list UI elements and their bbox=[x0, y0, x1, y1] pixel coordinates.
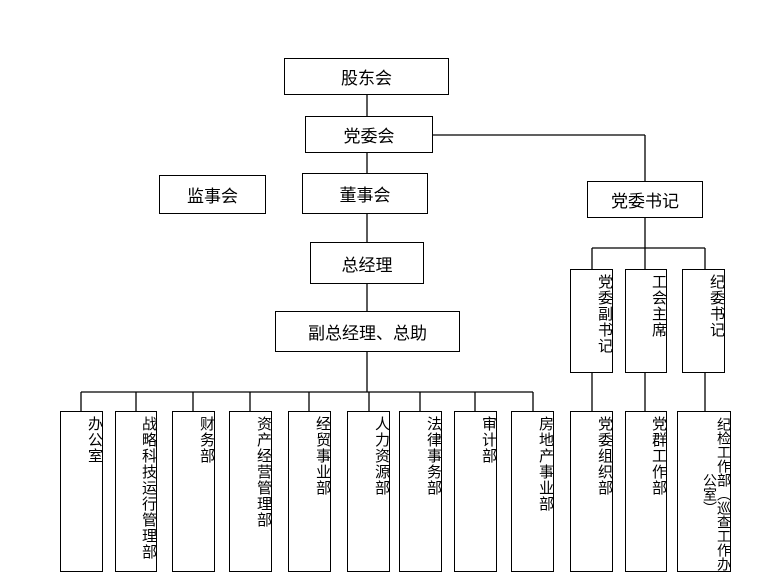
dept-label: 党群工作部 bbox=[650, 416, 668, 496]
dept-audit: 审计部 bbox=[454, 411, 498, 572]
node-general-manager: 总经理 bbox=[310, 242, 424, 284]
node-party-secretary: 党委书记 bbox=[587, 181, 703, 218]
dept-label: 资产经营管理部 bbox=[255, 416, 273, 528]
dept-strategy-tech-ops: 战略科技运行管理部 bbox=[115, 411, 158, 572]
dept-trade-business: 经贸事业部 bbox=[288, 411, 332, 572]
dept-discipline-inspection: 纪检工作部（巡查工作办公室） bbox=[677, 411, 731, 572]
dept-label: 财务部 bbox=[198, 416, 216, 464]
dept-office: 办公室 bbox=[60, 411, 104, 572]
node-supervisory-board: 监事会 bbox=[159, 175, 266, 214]
node-discipline-secretary: 纪委书记 bbox=[682, 269, 726, 373]
node-label: 监事会 bbox=[187, 187, 238, 207]
node-label: 副总经理、总助 bbox=[308, 324, 427, 344]
dept-asset-management: 资产经营管理部 bbox=[229, 411, 273, 572]
dept-human-resources: 人力资源部 bbox=[347, 411, 391, 572]
node-board-of-directors: 董事会 bbox=[302, 173, 428, 214]
dept-label: 战略科技运行管理部 bbox=[140, 416, 158, 560]
dept-legal-affairs: 法律事务部 bbox=[399, 411, 443, 572]
node-label: 工会主席 bbox=[650, 274, 668, 338]
dept-label: 经贸事业部 bbox=[314, 416, 332, 496]
node-label: 董事会 bbox=[339, 186, 391, 206]
dept-label: 党委组织部 bbox=[596, 416, 614, 496]
node-shareholders: 股东会 bbox=[284, 58, 449, 95]
node-label: 党委会 bbox=[343, 127, 395, 147]
dept-finance: 财务部 bbox=[172, 411, 216, 572]
dept-label: 法律事务部 bbox=[425, 416, 443, 496]
dept-label: 人力资源部 bbox=[373, 416, 391, 496]
node-label: 党委书记 bbox=[611, 192, 679, 212]
node-label: 纪委书记 bbox=[708, 274, 726, 338]
dept-label: 房地产事业部 bbox=[537, 416, 555, 512]
node-union-chair: 工会主席 bbox=[625, 269, 668, 373]
dept-label: 审计部 bbox=[480, 416, 498, 464]
dept-real-estate: 房地产事业部 bbox=[511, 411, 555, 572]
node-label: 党委副书记 bbox=[596, 274, 614, 354]
dept-label: 办公室 bbox=[86, 416, 104, 464]
dept-label: 纪检工作部（巡查工作办公室） bbox=[701, 416, 731, 571]
node-party-committee: 党委会 bbox=[305, 116, 433, 153]
dept-party-mass-work: 党群工作部 bbox=[625, 411, 668, 572]
node-deputy-party-secretary: 党委副书记 bbox=[570, 269, 614, 373]
dept-party-organization: 党委组织部 bbox=[570, 411, 614, 572]
node-label: 总经理 bbox=[341, 255, 393, 276]
node-label: 股东会 bbox=[341, 69, 392, 89]
node-deputy-gm: 副总经理、总助 bbox=[275, 311, 460, 352]
